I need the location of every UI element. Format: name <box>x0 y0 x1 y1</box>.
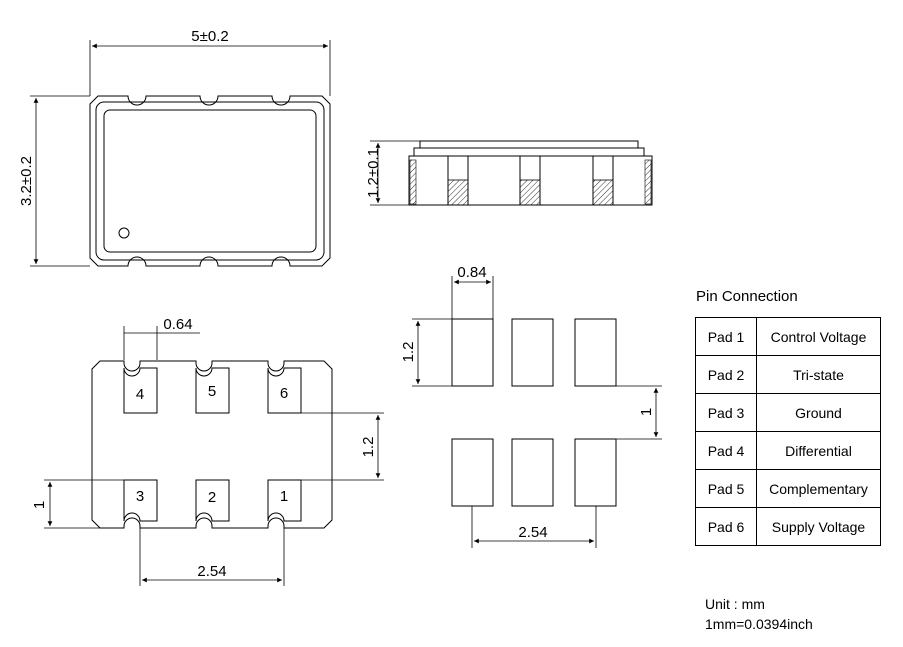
function-cell: Control Voltage <box>756 317 881 356</box>
bottom-view: 4 5 6 3 2 1 0.64 1.2 1 2.54 <box>31 316 384 586</box>
top-view-lid-outer <box>95 101 325 261</box>
side-view: 1.2±0.1 <box>365 140 653 206</box>
unit-note: Unit : mm 1mm=0.0394inch <box>705 594 813 634</box>
land-gap-label: 1 <box>638 408 655 416</box>
function-cell: Differential <box>756 431 881 470</box>
table-row: Pad 4 Differential <box>695 431 881 470</box>
pad-pitch-label: 2.54 <box>197 563 226 580</box>
pad-cell: Pad 3 <box>695 393 757 432</box>
pin-connection-title: Pin Connection <box>696 288 798 305</box>
height-label: 1.2±0.1 <box>365 148 382 198</box>
bottom-pad-6 <box>267 367 302 414</box>
land-width-label: 0.84 <box>457 264 486 281</box>
pad-edge-label: 1 <box>31 501 48 509</box>
land-pad-bottom-center <box>511 438 554 507</box>
pin-connection-table: Pad 1 Control Voltage Pad 2 Tri-state Pa… <box>695 317 881 546</box>
side-pad-3-hatch <box>592 179 614 206</box>
pad-cell: Pad 6 <box>695 507 757 546</box>
unit-line: Unit : mm <box>705 596 765 612</box>
length-label: 5±0.2 <box>191 28 228 45</box>
pad-number-3: 3 <box>136 488 144 505</box>
land-pad-top-center <box>511 318 554 387</box>
table-row: Pad 5 Complementary <box>695 469 881 508</box>
land-height-label: 1.2 <box>400 342 417 363</box>
side-view-right-edge <box>644 159 652 205</box>
pin1-marker <box>118 227 130 239</box>
side-view-seal <box>413 147 645 157</box>
table-row: Pad 1 Control Voltage <box>695 317 881 356</box>
land-pad-bottom-right <box>574 438 617 507</box>
bottom-view-outline <box>91 360 333 529</box>
land-pad-bottom-left <box>451 438 494 507</box>
pad-number-1: 1 <box>280 488 288 505</box>
land-pad-top-left <box>451 318 494 387</box>
bottom-pad-4 <box>123 367 158 414</box>
top-view-outline <box>89 95 331 267</box>
unit-conversion: 1mm=0.0394inch <box>705 616 813 632</box>
table-row: Pad 2 Tri-state <box>695 355 881 394</box>
pad-gap-label: 1.2 <box>360 437 377 458</box>
land-pad-top-right <box>574 318 617 387</box>
pad-number-2: 2 <box>208 489 216 506</box>
land-pattern: 0.84 1.2 1 2.54 <box>400 264 662 548</box>
width-label: 3.2±0.2 <box>18 156 35 206</box>
land-pitch-label: 2.54 <box>518 524 547 541</box>
function-cell: Supply Voltage <box>756 507 881 546</box>
top-view: 5±0.2 3.2±0.2 <box>18 28 331 267</box>
top-view-lid-inner <box>103 109 317 253</box>
pad-cell: Pad 5 <box>695 469 757 508</box>
function-cell: Complementary <box>756 469 881 508</box>
pad-number-5: 5 <box>208 383 216 400</box>
pad-width-label: 0.64 <box>163 316 192 333</box>
side-view-left-edge <box>409 159 417 205</box>
side-view-lid <box>419 140 639 149</box>
side-pad-1-hatch <box>447 179 469 206</box>
function-cell: Ground <box>756 393 881 432</box>
side-pad-2-hatch <box>519 179 541 206</box>
bottom-pad-5 <box>195 367 230 414</box>
table-row: Pad 6 Supply Voltage <box>695 507 881 546</box>
table-row: Pad 3 Ground <box>695 393 881 432</box>
pad-cell: Pad 4 <box>695 431 757 470</box>
pad-number-6: 6 <box>280 385 288 402</box>
bottom-pad-1 <box>267 479 302 522</box>
pad-cell: Pad 1 <box>695 317 757 356</box>
pad-cell: Pad 2 <box>695 355 757 394</box>
bottom-pad-2 <box>195 479 230 522</box>
pad-number-4: 4 <box>136 386 144 403</box>
function-cell: Tri-state <box>756 355 881 394</box>
bottom-pad-3 <box>123 479 158 522</box>
